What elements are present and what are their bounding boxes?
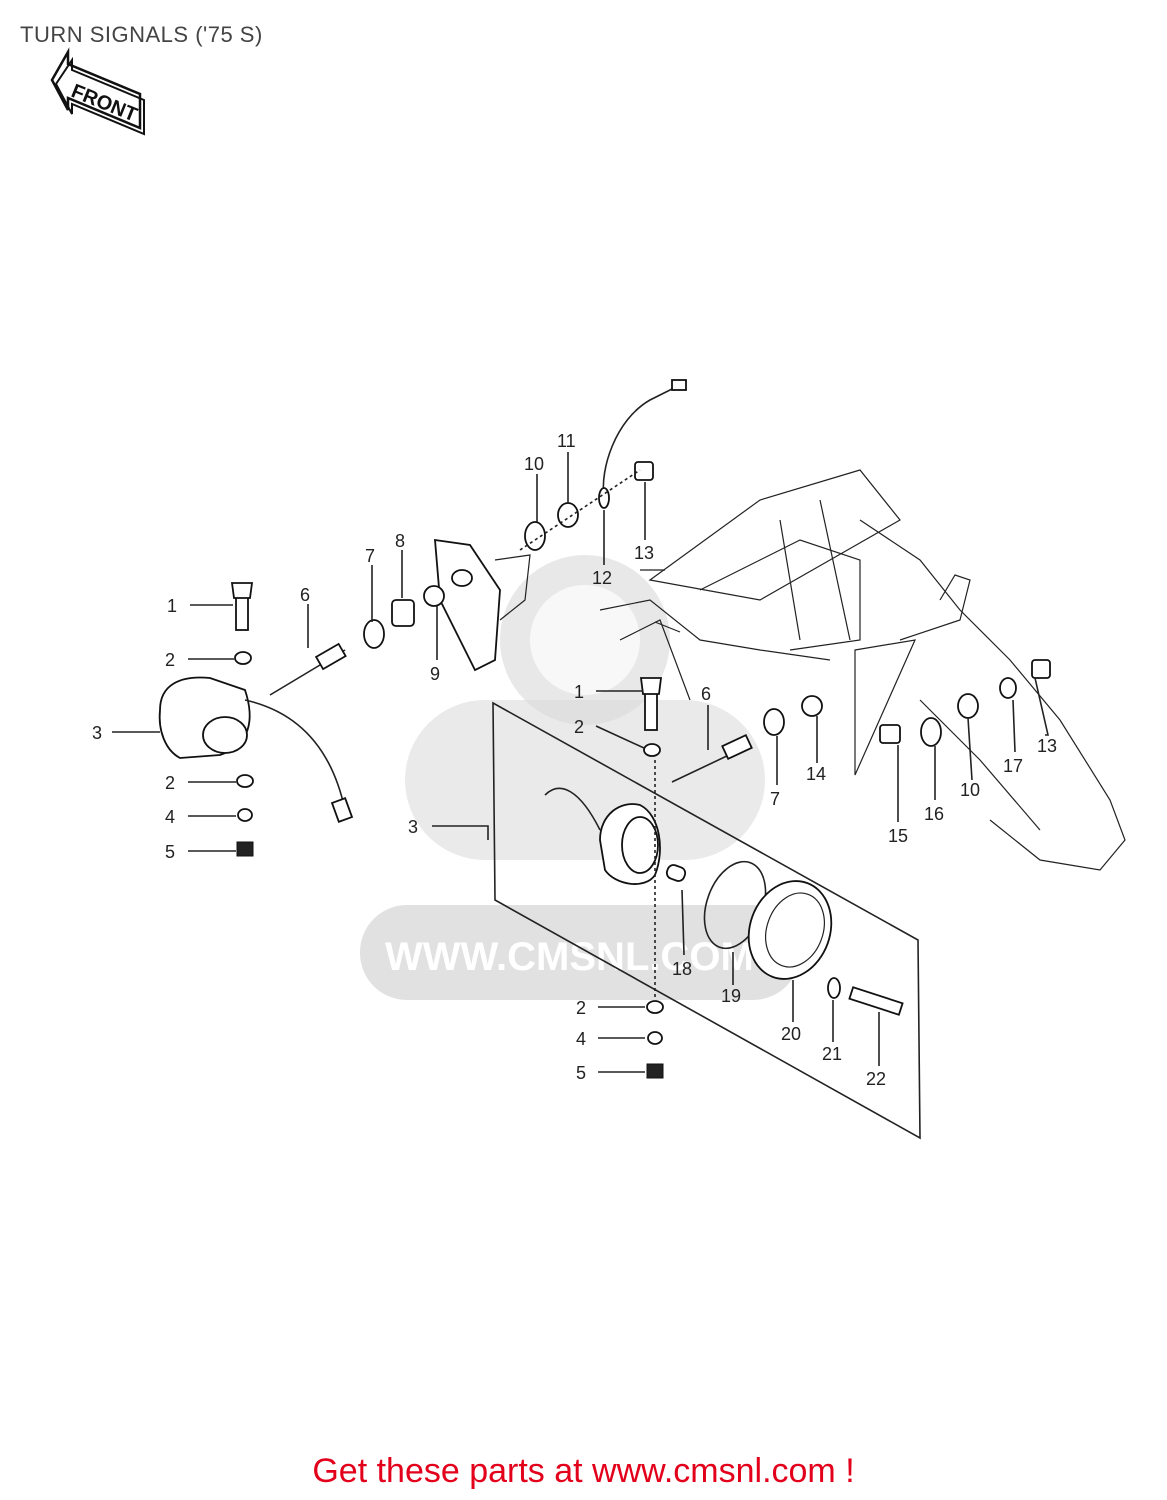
- mount-bracket: [434, 538, 531, 672]
- callout-11: 11: [557, 431, 576, 451]
- callout-16: 16: [924, 804, 944, 824]
- page-title: TURN SIGNALS ('75 S): [20, 22, 263, 47]
- callout-17: 17: [1003, 756, 1023, 776]
- get-parts-link[interactable]: Get these parts at www.cmsnl.com !: [312, 1452, 855, 1490]
- callout-8: 8: [395, 531, 405, 551]
- right-turn-signal: [492, 659, 1051, 1140]
- callout-2-right-upper: 2: [574, 717, 584, 737]
- callout-5-left: 5: [165, 842, 175, 862]
- callout-6-right: 6: [701, 684, 711, 704]
- callout-9: 9: [430, 664, 440, 684]
- callout-4-right: 4: [576, 1029, 586, 1049]
- callout-19: 19: [721, 986, 741, 1006]
- callout-2-right-lower: 2: [576, 998, 586, 1018]
- callout-10-right: 10: [960, 780, 980, 800]
- callout-13-left: 13: [634, 543, 654, 563]
- watermark: WWW.CMSNL.COM: [360, 555, 800, 1000]
- callout-21: 21: [822, 1044, 842, 1064]
- callout-22: 22: [866, 1069, 886, 1089]
- callout-4-left: 4: [165, 807, 175, 827]
- callout-3-right: 3: [408, 817, 418, 837]
- callout-10-left: 10: [524, 454, 544, 474]
- left-turn-signal: [158, 379, 687, 857]
- callout-12: 12: [592, 568, 612, 588]
- callout-7-left: 7: [365, 546, 375, 566]
- callout-3-left: 3: [92, 723, 102, 743]
- callout-2-left-lower: 2: [165, 773, 175, 793]
- callout-labels: 1 2 3 2 4 5 6 7 8 9 10 11 12 13 1 2 6 7 …: [92, 431, 1057, 1089]
- front-arrow: FRONT: [50, 47, 145, 136]
- callout-13-right: 13: [1037, 736, 1057, 756]
- callout-18: 18: [672, 959, 692, 979]
- callout-14: 14: [806, 764, 826, 784]
- callout-7-right: 7: [770, 789, 780, 809]
- callout-2-left-upper: 2: [165, 650, 175, 670]
- callout-15: 15: [888, 826, 908, 846]
- callout-6-left: 6: [300, 585, 310, 605]
- callout-5-right: 5: [576, 1063, 586, 1083]
- callout-1-right: 1: [574, 682, 584, 702]
- rear-frame-fender: [599, 469, 1126, 871]
- leader-lines: [112, 452, 1050, 1073]
- callout-20: 20: [781, 1024, 801, 1044]
- callout-1-left: 1: [167, 596, 177, 616]
